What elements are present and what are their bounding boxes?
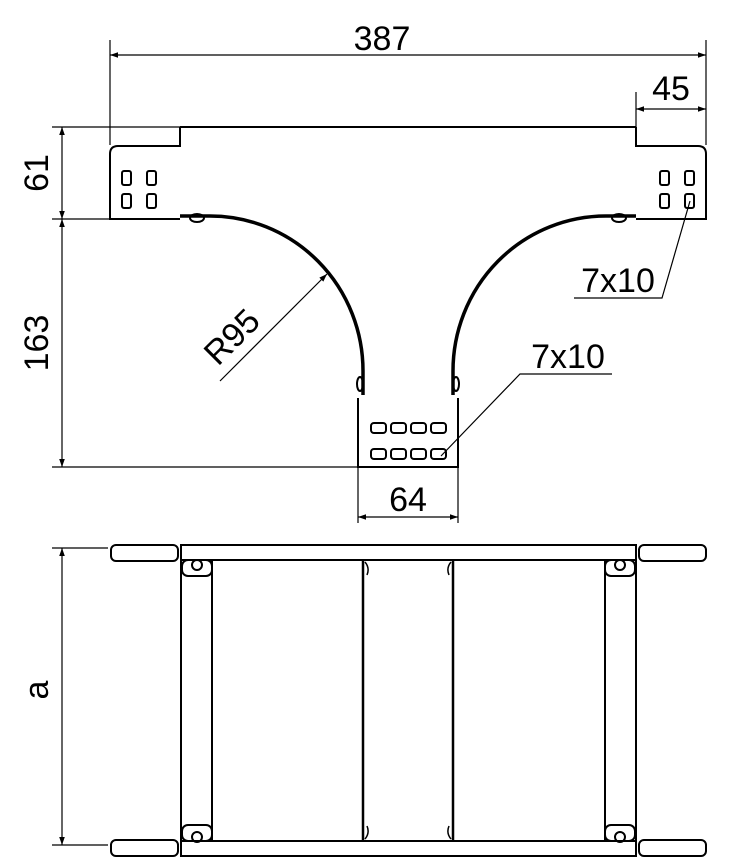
dimension-overall-width: 387: [109, 20, 707, 145]
top-view: 387 45 61 163 64: [18, 20, 707, 523]
dimension-label-163: 163: [18, 315, 56, 372]
front-view: a: [18, 544, 707, 857]
ladder-outline: [110, 544, 707, 857]
radius-label: R95: [197, 302, 268, 373]
center-slots: [370, 422, 447, 460]
dimension-label-45: 45: [652, 70, 690, 108]
side-slots-right: [659, 170, 695, 209]
radius-annotation: R95: [197, 273, 328, 382]
dimension-label-387: 387: [354, 20, 411, 58]
dimension-side-height: 61: [18, 126, 180, 220]
side-slot-label: 7x10: [581, 262, 655, 300]
dimension-label-a: a: [18, 680, 56, 699]
dimension-label-61: 61: [18, 154, 56, 192]
dimension-depth: 163: [18, 219, 358, 468]
side-slot-leader: 7x10: [574, 200, 691, 300]
dimension-outlet-width: 64: [357, 467, 459, 523]
side-slots-left: [121, 170, 157, 209]
dimension-label-64: 64: [389, 481, 427, 519]
dimension-height-a: a: [18, 547, 108, 846]
center-slot-label: 7x10: [531, 338, 605, 376]
center-slot-leader: 7x10: [440, 338, 612, 457]
dimension-side-width: 45: [635, 70, 706, 127]
tee-outline: [109, 126, 707, 468]
